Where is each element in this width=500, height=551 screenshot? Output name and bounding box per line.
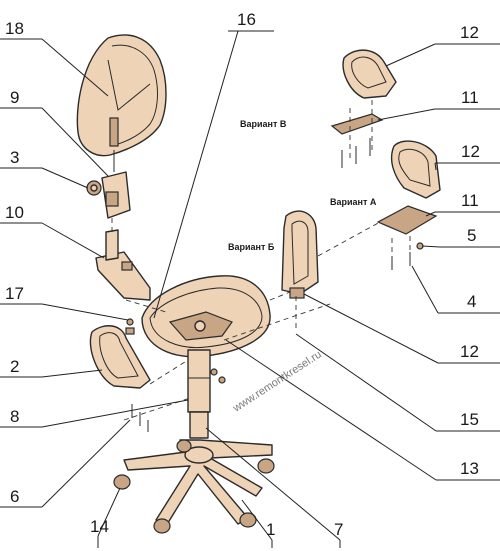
part-number-3: 3 xyxy=(10,148,19,167)
part-number-7: 7 xyxy=(334,520,343,539)
casters xyxy=(113,439,275,534)
part-number-18: 18 xyxy=(5,19,24,38)
back-support-bar xyxy=(95,218,151,301)
part-number-13: 13 xyxy=(460,459,479,478)
variant-b-label: Вариант Б xyxy=(228,242,275,252)
gas-column xyxy=(187,349,226,439)
part-number-12-top: 12 xyxy=(460,23,479,42)
backrest xyxy=(76,34,167,157)
part-number-17: 17 xyxy=(5,284,24,303)
part-number-14: 14 xyxy=(90,517,109,536)
part-number-2: 2 xyxy=(10,357,19,376)
part-number-12-mid: 12 xyxy=(461,142,480,161)
part-number-4: 4 xyxy=(467,292,476,311)
star-base xyxy=(123,439,273,527)
variant-a-label: Вариант А xyxy=(330,197,377,207)
part-number-11-top: 11 xyxy=(461,88,479,107)
part-number-15: 15 xyxy=(460,410,479,429)
armrest-variant-a xyxy=(376,140,441,268)
back-bracket xyxy=(86,150,131,219)
variant-v-label: Вариант В xyxy=(240,119,287,129)
seat xyxy=(141,275,271,358)
part-number-11-mid: 11 xyxy=(461,191,479,210)
part-number-1: 1 xyxy=(266,520,275,539)
left-armrest xyxy=(89,325,151,389)
part-number-12-bottom: 12 xyxy=(460,342,479,361)
armrest-variant-v xyxy=(330,49,397,160)
part-number-8: 8 xyxy=(10,407,19,426)
part-number-9: 9 xyxy=(10,88,19,107)
part-number-6: 6 xyxy=(10,487,19,506)
armrest-variant-b xyxy=(281,210,319,299)
part-number-5: 5 xyxy=(467,226,476,245)
part-number-10: 10 xyxy=(5,203,24,222)
watermark-text: www.remontkresel.ru xyxy=(230,349,324,416)
part-number-16: 16 xyxy=(237,10,256,29)
leader-lines xyxy=(0,30,500,548)
